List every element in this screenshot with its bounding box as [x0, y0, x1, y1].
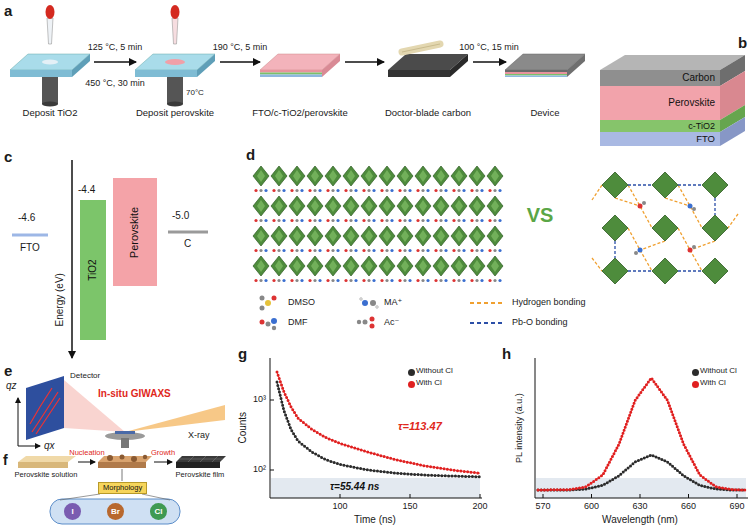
label-text: 200 [472, 501, 487, 511]
process-illustration [10, 5, 585, 107]
label-text: τ=113.47 [398, 420, 442, 433]
label-text: X-ray [188, 430, 210, 440]
label-text: Energy (eV) [54, 273, 66, 326]
label-text: Deposit perovskite [136, 108, 214, 119]
legend-text: DMSO [288, 297, 315, 307]
layer-band: Perovskite [600, 86, 720, 120]
label-text: -4.6 [18, 212, 35, 224]
device-stack [600, 55, 745, 146]
layer-band: Carbon [600, 70, 720, 86]
energy-diagram [12, 160, 208, 358]
crystal-structure [252, 165, 738, 330]
node-text: Morphology [103, 484, 142, 492]
label-text: Counts [237, 412, 249, 444]
label-text: 100 [332, 501, 347, 511]
legend-text: With Cl [416, 378, 442, 387]
node-text: c-TiO2 [688, 122, 715, 131]
label-text: FTO [20, 242, 40, 254]
legend-swatch [692, 369, 699, 376]
node-text: Perovskite [130, 206, 141, 257]
label-text: 570 [535, 501, 550, 511]
giwaxs-setup [18, 376, 225, 448]
label-text: Growth [151, 449, 175, 458]
label-text: 450 °C, 30 min [85, 78, 145, 88]
label-text: Nucleation [69, 449, 104, 458]
label-text: -5.0 [172, 210, 189, 222]
node-text: Perovskite [668, 98, 715, 108]
node-text: Cl [155, 508, 163, 516]
legend-text: Without Cl [700, 366, 737, 375]
element-circle: Br [107, 503, 124, 520]
label-text: C [184, 238, 191, 250]
film-growth [18, 455, 226, 525]
label-text: Perovskite solution [15, 471, 78, 480]
layer-band: FTO [600, 132, 720, 146]
node-text: Carbon [682, 73, 715, 83]
legend-swatch [408, 381, 415, 388]
legend-text: MA⁺ [384, 297, 402, 307]
label-text: 70°C [186, 88, 204, 97]
legend-text: DMF [288, 317, 308, 327]
legend-swatch [692, 381, 699, 388]
label-text: 100 °C, 15 min [459, 42, 519, 52]
morphology-box: Morphology [98, 482, 147, 494]
label-text: 190 °C, 5 min [213, 42, 268, 52]
legend-text: Ac⁻ [384, 317, 399, 327]
panel-letter: h [502, 345, 511, 362]
label-text: Perovskite film [176, 471, 225, 480]
element-circle: I [64, 503, 81, 520]
label-text: 660 [681, 501, 696, 511]
label-text: PL intensity (a.u.) [514, 393, 524, 463]
label-text: 150 [402, 501, 417, 511]
pl-plot [535, 358, 748, 498]
label-text: 630 [632, 501, 647, 511]
node-text: I [71, 508, 73, 516]
energy-band: Perovskite [113, 178, 157, 286]
label-text: Wavelength (nm) [602, 514, 678, 526]
panel-letter: b [738, 34, 747, 51]
panel-letter: c [4, 148, 12, 165]
node-text: Br [111, 508, 120, 516]
trpl-plot [270, 358, 482, 498]
legend-text: Pb-O bonding [512, 317, 568, 327]
panel-letter: e [4, 362, 12, 379]
label-text: qz [6, 380, 17, 392]
label-text: τ=55.44 ns [330, 481, 379, 493]
label-text: 10³ [253, 394, 266, 404]
label-text: Detector [70, 371, 100, 380]
panel-letter: f [3, 452, 8, 468]
label-text: 125 °C, 5 min [88, 42, 143, 52]
element-circle: Cl [150, 503, 167, 520]
label-text: 600 [584, 501, 599, 511]
label-text: qx [44, 440, 55, 452]
layer-band: c-TiO2 [600, 120, 720, 132]
label-text: Time (ns) [354, 514, 396, 526]
label-text: FTO/c-TiO2/perovskite [252, 108, 348, 119]
label-text: VS [527, 204, 554, 227]
label-text: In-situ GIWAXS [98, 388, 171, 400]
panel-letter: d [246, 146, 255, 163]
legend-text: Without Cl [416, 366, 453, 375]
label-text: -4.4 [78, 184, 95, 196]
panel-letter: g [238, 345, 247, 362]
label-text: Deposit TiO2 [23, 108, 78, 119]
node-text: TiO2 [88, 259, 98, 280]
legend-text: Hydrogen bonding [512, 297, 586, 307]
legend-text: With Cl [700, 378, 726, 387]
label-text: Doctor-blade carbon [385, 108, 471, 119]
energy-band: TiO2 [80, 200, 106, 340]
panel-letter: a [4, 2, 12, 19]
label-text: 690 [729, 501, 744, 511]
legend-swatch [408, 369, 415, 376]
label-text: 10² [253, 464, 266, 474]
node-text: FTO [696, 134, 715, 144]
label-text: Device [530, 108, 559, 119]
